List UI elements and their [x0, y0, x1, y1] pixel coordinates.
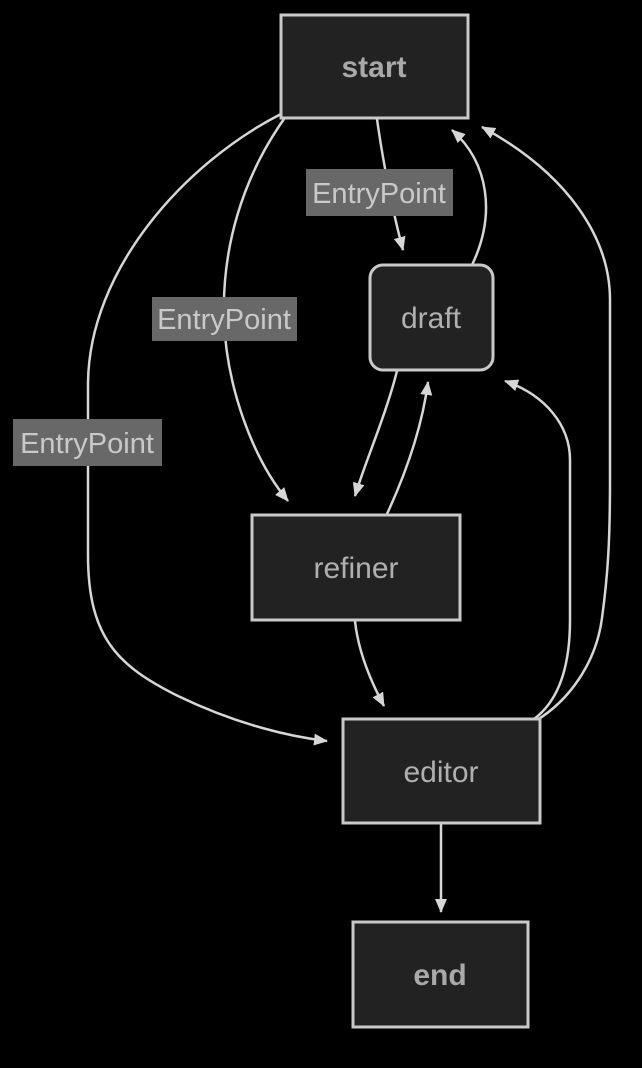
edge-label-background — [306, 169, 453, 216]
node-refiner[interactable]: refiner — [250, 513, 462, 622]
node-end-box — [351, 920, 530, 1029]
node-refiner-label: refiner — [313, 552, 398, 585]
edge-editor-to-start — [481, 125, 612, 722]
edge-refiner-to-draft — [385, 381, 433, 515]
node-end[interactable]: end — [351, 920, 530, 1029]
node-start-label: start — [341, 51, 406, 84]
edge-label-start-editor: EntryPoint — [13, 419, 162, 466]
edge-label-text: EntryPoint — [157, 304, 291, 336]
edges-layer — [86, 112, 612, 913]
node-end-label: end — [413, 959, 466, 992]
edge-label-text: EntryPoint — [20, 428, 154, 460]
edge-draft-to-start — [451, 129, 488, 266]
node-editor-box — [341, 717, 542, 825]
edge-start-to-editor — [86, 112, 328, 746]
edge-label-background — [13, 419, 162, 466]
node-editor-label: editor — [403, 756, 478, 789]
node-refiner-box — [250, 513, 462, 622]
edge-draft-to-refiner — [352, 370, 399, 497]
edge-editor-to-draft — [504, 379, 572, 721]
edge-label-start-draft: EntryPoint — [306, 169, 453, 216]
node-editor[interactable]: editor — [341, 717, 542, 825]
node-start[interactable]: start — [279, 13, 470, 120]
edge-refiner-to-editor — [353, 620, 386, 707]
node-draft-label: draft — [401, 302, 462, 335]
edge-label-background — [152, 297, 297, 341]
edge-label-start-refiner: EntryPoint — [152, 297, 297, 341]
node-draft[interactable]: draft — [368, 263, 495, 372]
node-start-box — [279, 13, 470, 120]
edge-label-text: EntryPoint — [312, 178, 446, 210]
node-draft-box — [368, 263, 495, 372]
